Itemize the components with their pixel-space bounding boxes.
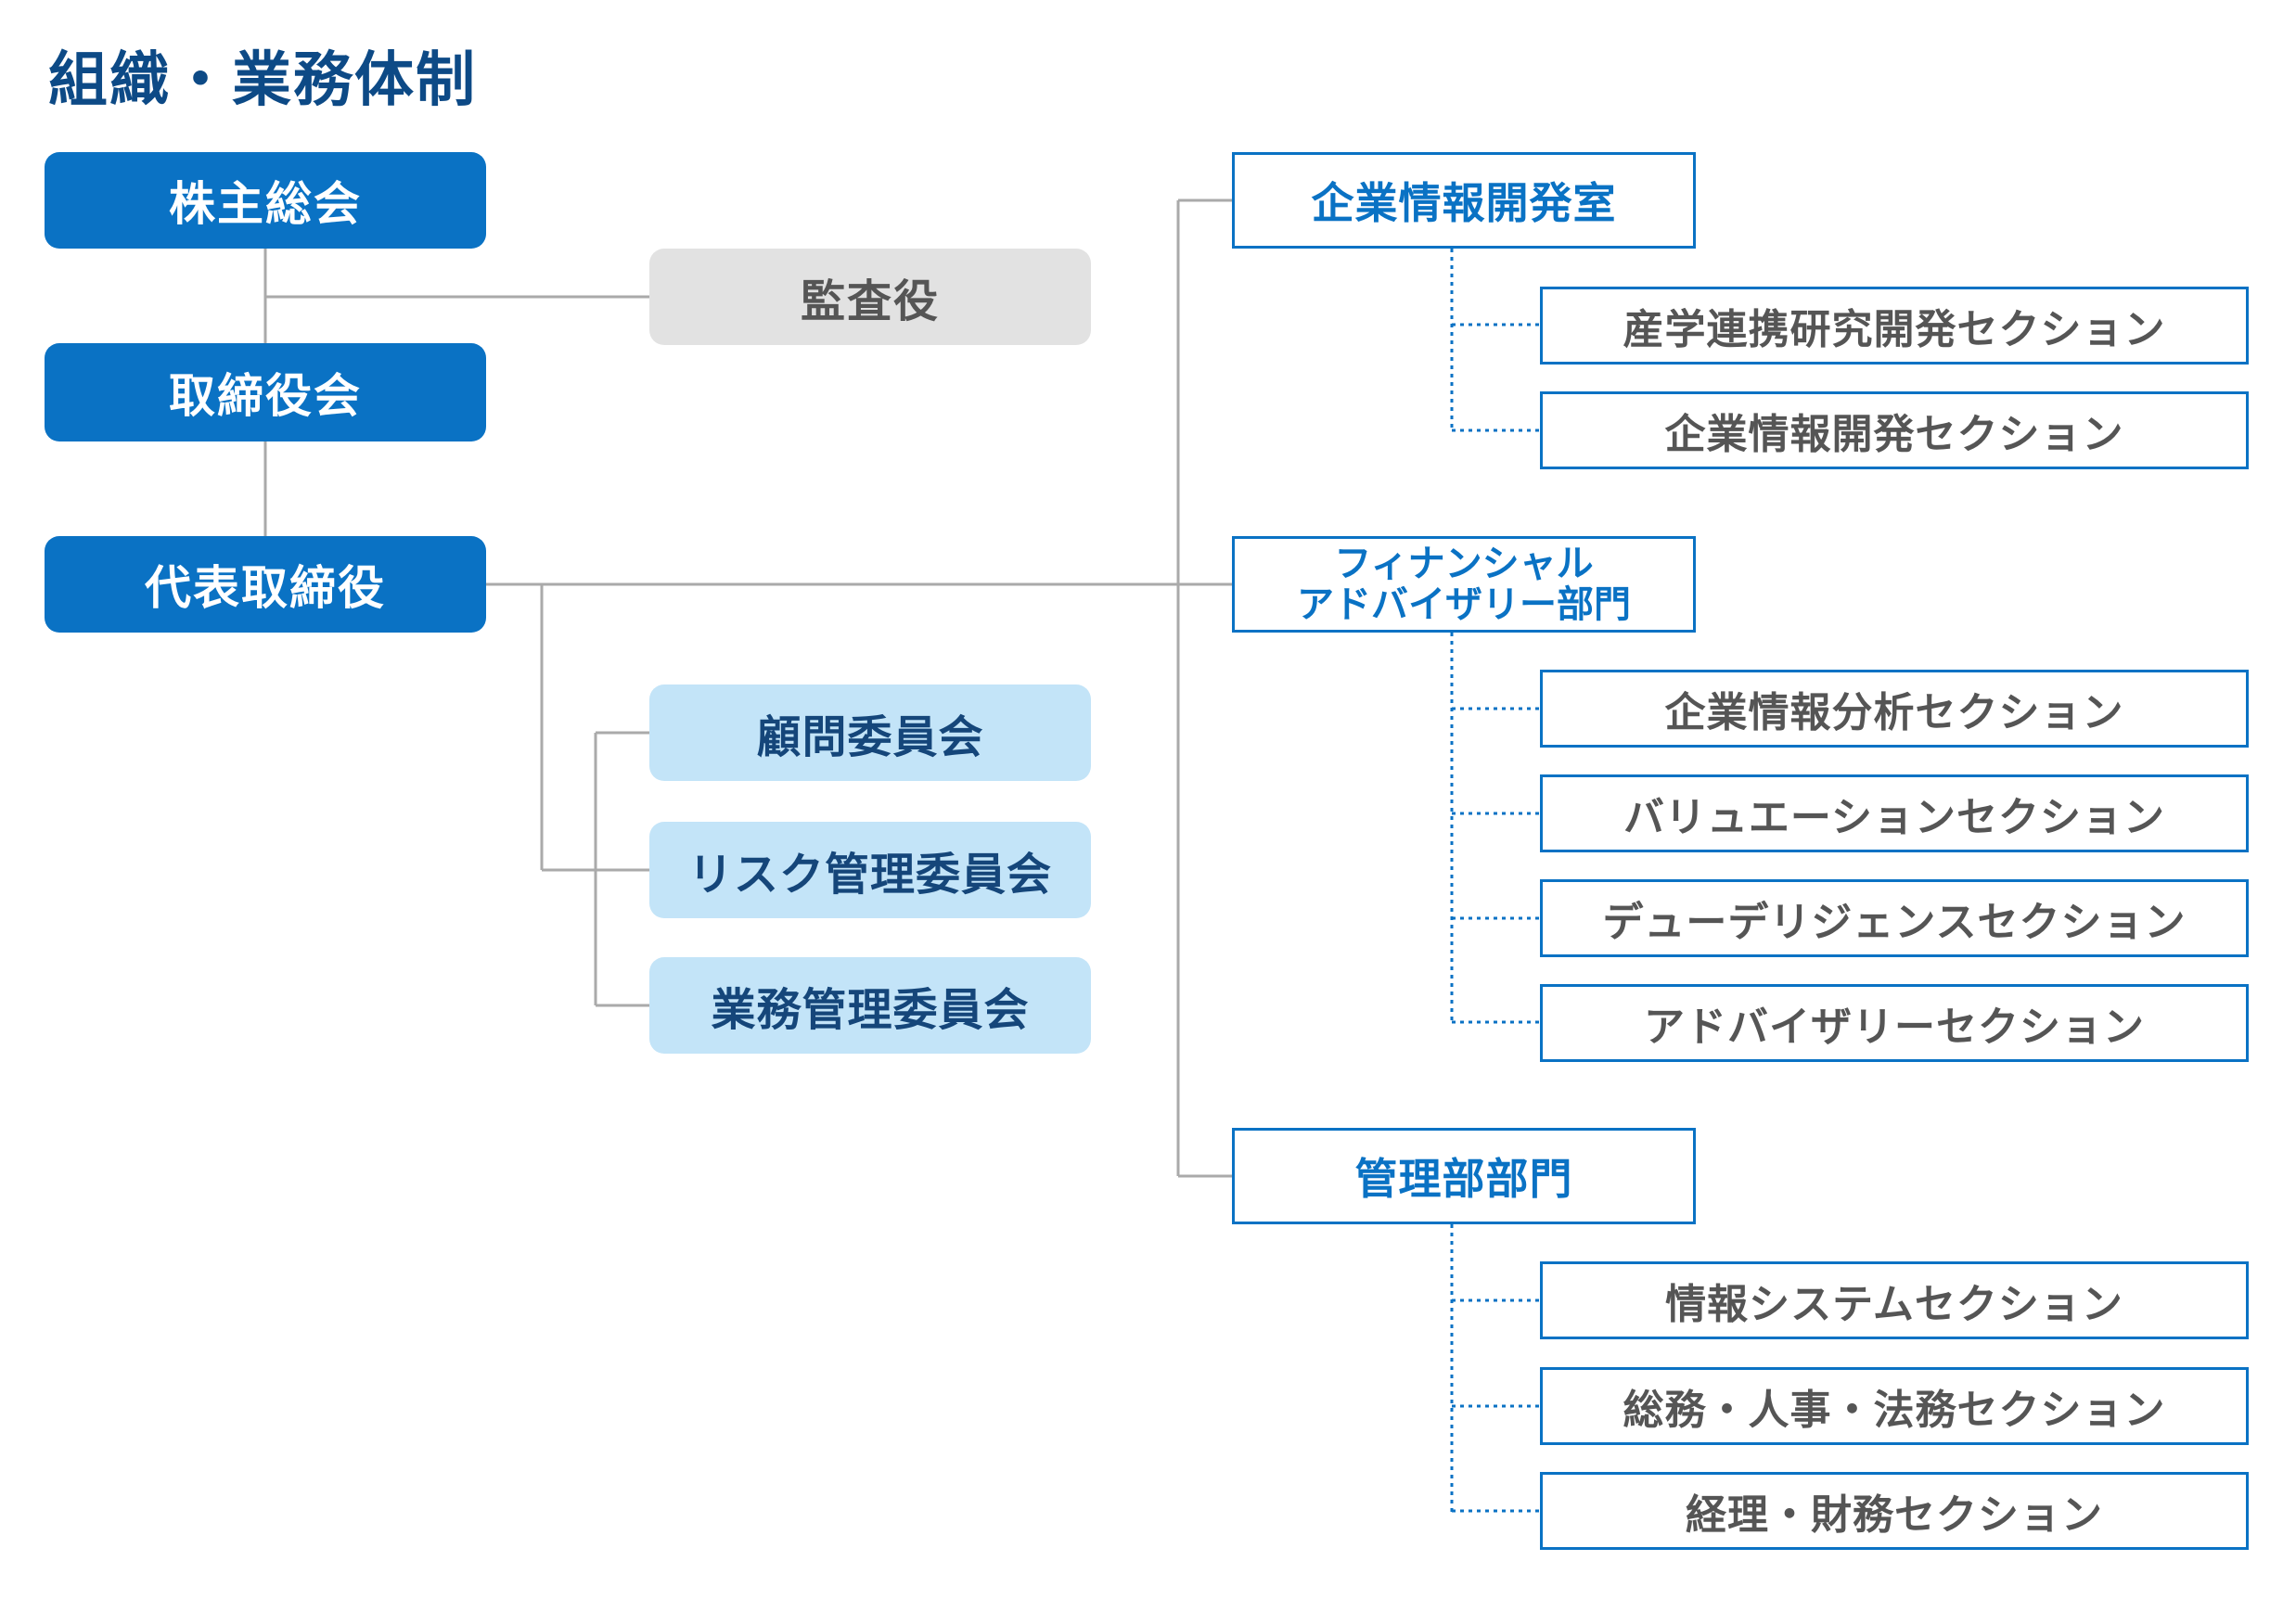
section-box: アドバイザリーセクション: [1540, 984, 2249, 1062]
section-box: バリュエーションセクション: [1540, 774, 2249, 852]
representative-director-box: 代表取締役: [45, 536, 486, 633]
department-box-corporate-info-dev: 企業情報開発室: [1232, 152, 1696, 249]
auditor-box: 監査役: [649, 249, 1091, 345]
department-name-line-1: フィナンシャル: [1334, 543, 1594, 585]
department-box-financial-advisory: フィナンシャル アドバイザリー部門: [1232, 536, 1696, 633]
department-name-line-2: アドバイザリー部門: [1297, 583, 1631, 626]
page-title: 組織・業務体制: [48, 46, 477, 115]
section-box: 経理・財務セクション: [1540, 1472, 2249, 1550]
section-box: 企業情報分析セクション: [1540, 670, 2249, 748]
operations-management-committee-box: 業務管理委員会: [649, 957, 1091, 1054]
section-box: 産学連携研究開発セクション: [1540, 287, 2249, 365]
section-box: デューデリジェンスセクション: [1540, 879, 2249, 957]
advisory-committee-box: 顧問委員会: [649, 684, 1091, 781]
shareholders-meeting-box: 株主総会: [45, 152, 486, 249]
section-box: 総務・人事・法務セクション: [1540, 1367, 2249, 1445]
risk-management-committee-box: リスク管理委員会: [649, 822, 1091, 918]
section-box: 情報システムセクション: [1540, 1261, 2249, 1339]
board-of-directors-box: 取締役会: [45, 343, 486, 441]
section-box: 企業情報開発セクション: [1540, 391, 2249, 469]
department-box-administration: 管理部部門: [1232, 1128, 1696, 1224]
